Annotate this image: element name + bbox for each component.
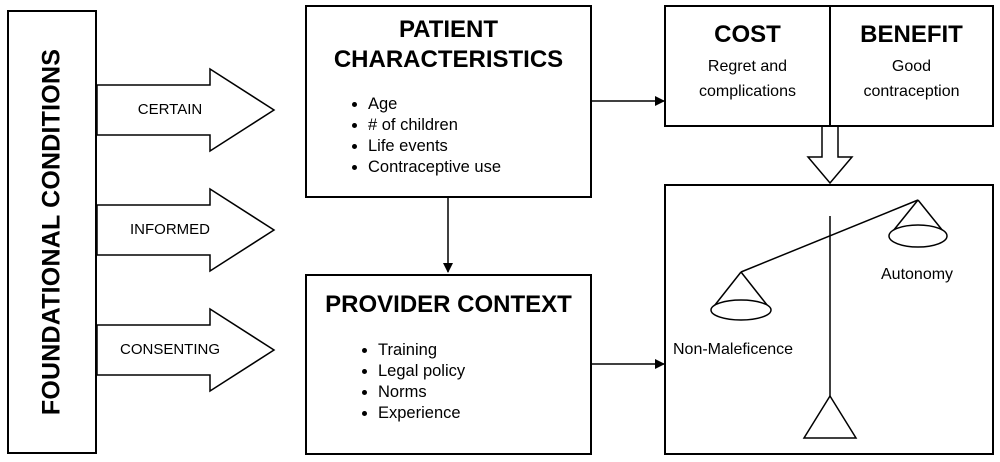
- patient-characteristics-box: PATIENT CHARACTERISTICS Age # of childre…: [305, 5, 592, 198]
- patient-title-line2: CHARACTERISTICS: [333, 46, 564, 73]
- benefit-section: BENEFIT Good contraception: [831, 21, 992, 104]
- scale-base: [802, 394, 858, 439]
- patient-title-line1: PATIENT: [398, 16, 499, 43]
- cost-section: COST Regret and complications: [666, 21, 829, 104]
- foundational-conditions-box: [7, 10, 97, 454]
- cost-benefit-divider: [829, 7, 831, 125]
- benefit-line1: Good: [891, 58, 932, 75]
- condition-label-consenting: CONSENTING: [119, 341, 220, 358]
- provider-context-box: PROVIDER CONTEXT Training Legal policy N…: [305, 274, 592, 455]
- list-item: Age: [368, 94, 501, 115]
- list-item: Experience: [378, 403, 465, 424]
- provider-title: PROVIDER CONTEXT: [325, 291, 572, 318]
- cost-line1: Regret and: [707, 58, 788, 75]
- list-item: Contraceptive use: [368, 157, 501, 178]
- condition-label-certain: CERTAIN: [137, 101, 203, 118]
- scale-pan-left-rim: [710, 299, 772, 321]
- condition-label-informed: INFORMED: [130, 221, 210, 238]
- scale-beam: [740, 199, 919, 273]
- benefit-line2: contraception: [863, 83, 960, 100]
- list-item: Training: [378, 340, 465, 361]
- list-item: Norms: [378, 382, 465, 403]
- consenting-block-arrow: [96, 307, 276, 393]
- costbenefit-to-scale-arrow: [806, 125, 854, 185]
- certain-block-arrow: [96, 67, 276, 153]
- patient-characteristics-list: Age # of children Life events Contracept…: [348, 94, 501, 178]
- cost-line2: complications: [699, 83, 796, 100]
- provider-context-list: Training Legal policy Norms Experience: [358, 340, 465, 424]
- list-item: Life events: [368, 136, 501, 157]
- scale-label-autonomy: Autonomy: [881, 266, 954, 283]
- scale-pan-right-rim: [888, 224, 948, 248]
- cost-benefit-box: COST Regret and complications BENEFIT Go…: [664, 5, 994, 127]
- cost-title: COST: [714, 21, 781, 48]
- informed-block-arrow: [96, 187, 276, 273]
- list-item: # of children: [368, 115, 501, 136]
- benefit-title: BENEFIT: [860, 21, 963, 48]
- scale-label-non-maleficence: Non-Maleficence: [673, 341, 794, 358]
- list-item: Legal policy: [378, 361, 465, 382]
